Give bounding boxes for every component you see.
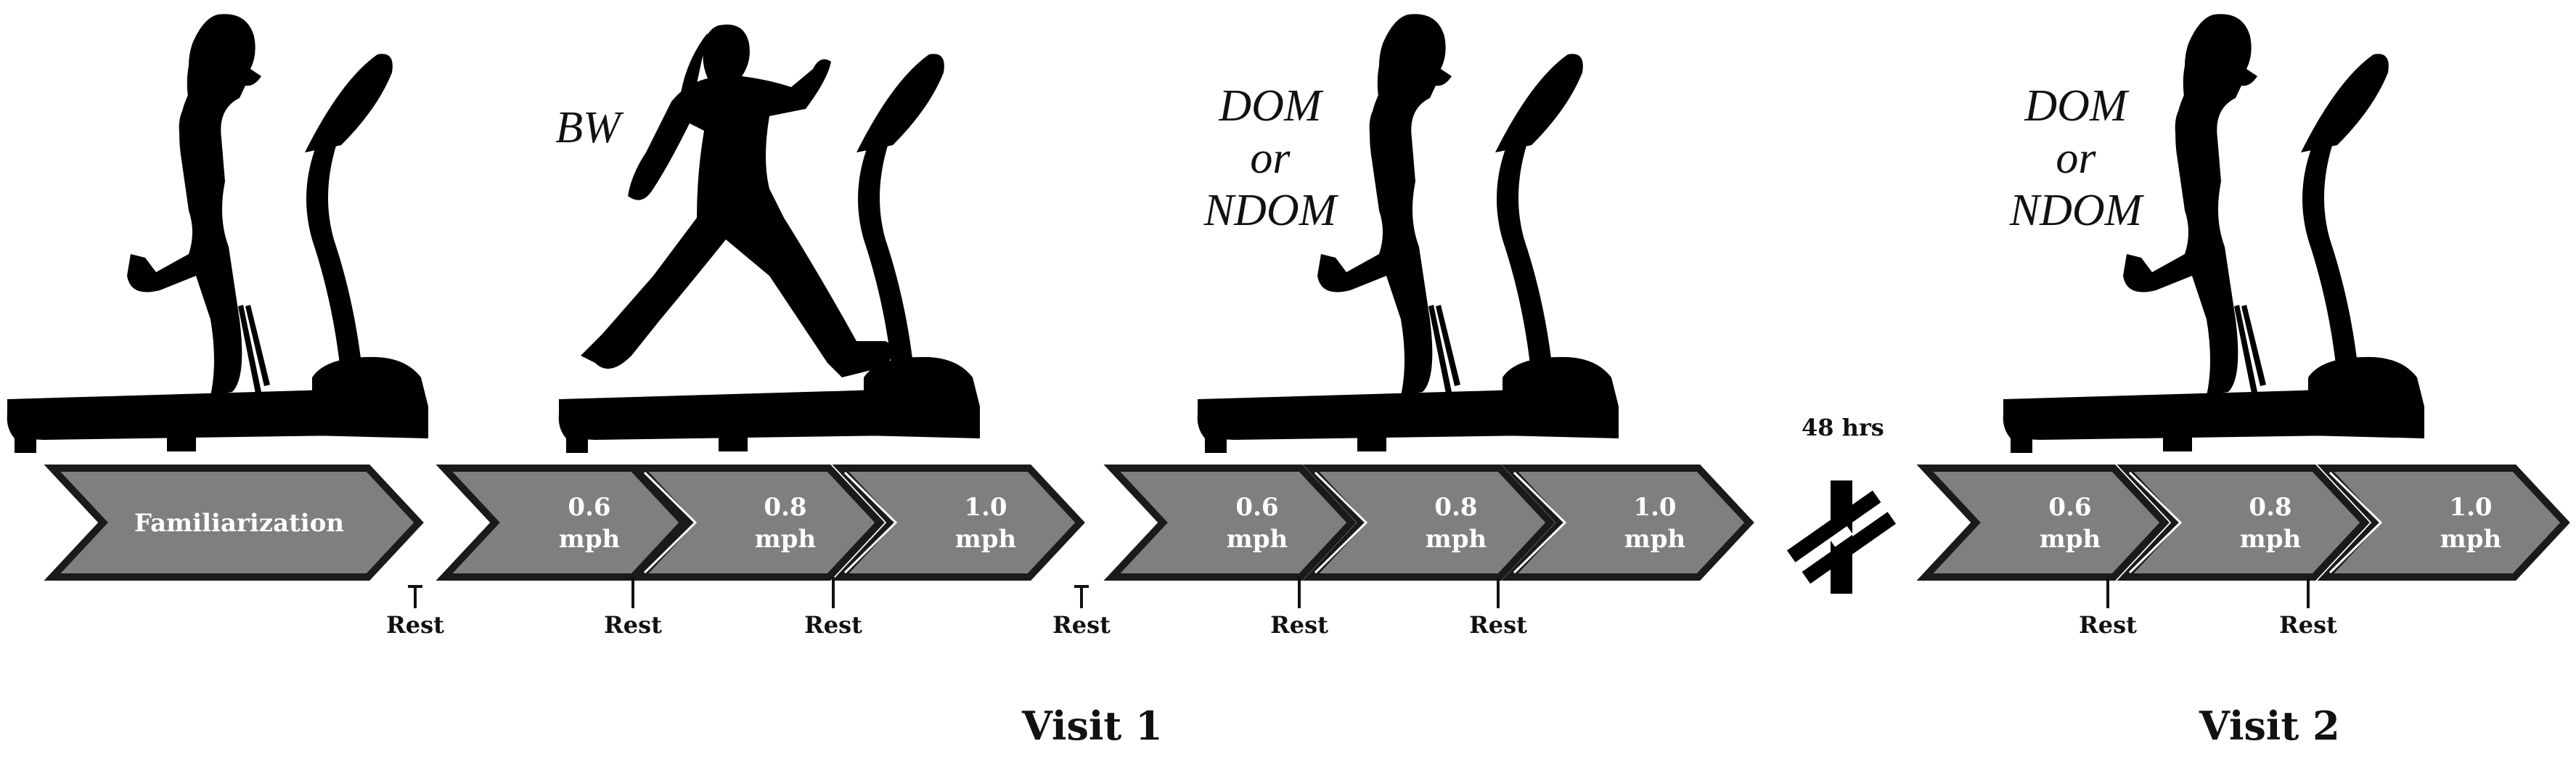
rest-markers: Rest Rest Rest Rest Rest Rest Rest Rest: [386, 577, 2337, 639]
stage-chevron-8: [1916, 465, 2170, 581]
or-text: or: [1250, 134, 1291, 183]
break-symbol-icon: [1786, 480, 1897, 594]
rest-label: Rest: [1270, 611, 1328, 639]
dom-text: DOM: [1219, 81, 1322, 131]
stage-chevron-5: [1103, 465, 1357, 581]
stage-chevron-highlight: [2328, 471, 2383, 574]
stage-chevron-highlight: [1314, 471, 1368, 574]
rest-marker-1: Rest: [386, 585, 444, 639]
stage-chevron-highlight: [1513, 471, 1567, 574]
treadmill-walking-icon: [558, 24, 980, 453]
stage-chevron-3: [631, 465, 885, 581]
rest-marker-3: Rest: [804, 577, 862, 639]
or-text: or: [2056, 134, 2096, 183]
stage-chevron-4: [832, 465, 1085, 581]
rest-label: Rest: [804, 611, 862, 639]
dom-text: DOM: [2024, 81, 2127, 131]
rest-marker-8: Rest: [2279, 577, 2337, 639]
rest-marker-4: Rest: [1052, 585, 1111, 639]
condition-bw-label: BW: [555, 103, 621, 152]
rest-marker-5: Rest: [1270, 577, 1328, 639]
ndom-text: NDOM: [2009, 186, 2143, 235]
condition-dom-ndom-label-visit1: DOM or NDOM: [1183, 80, 1357, 237]
visit-2-label: Visit 2: [2199, 703, 2340, 749]
stage-chevron-highlight: [2128, 471, 2183, 574]
rest-label: Rest: [386, 611, 444, 639]
stage-chevron-highlight: [643, 471, 698, 574]
rest-label: Rest: [604, 611, 662, 639]
condition-dom-ndom-label-visit2: DOM or NDOM: [1989, 80, 2163, 237]
rest-marker-7: Rest: [2079, 577, 2137, 639]
rest-label: Rest: [2279, 611, 2337, 639]
treadmill-single-leg-icon-1: [7, 14, 428, 453]
rest-label: Rest: [1052, 611, 1111, 639]
rest-marker-2: Rest: [604, 577, 662, 639]
stage-chevron-7: [1501, 465, 1754, 581]
stage-chevron-1: [44, 465, 424, 581]
stage-chevron-highlight: [843, 471, 898, 574]
ndom-text: NDOM: [1203, 186, 1337, 235]
visit-1-label: Visit 1: [1022, 703, 1163, 749]
stage-label-1: Familiarization: [134, 509, 344, 538]
stage-chevron-2: [436, 465, 689, 581]
rest-label: Rest: [1469, 611, 1527, 639]
rest-marker-6: Rest: [1469, 577, 1527, 639]
rest-label: Rest: [2079, 611, 2137, 639]
stage-chevron-9: [2117, 465, 2370, 581]
gap-48hrs-label: 48 hrs: [1802, 414, 1884, 441]
stage-chevron-10: [2317, 465, 2570, 581]
